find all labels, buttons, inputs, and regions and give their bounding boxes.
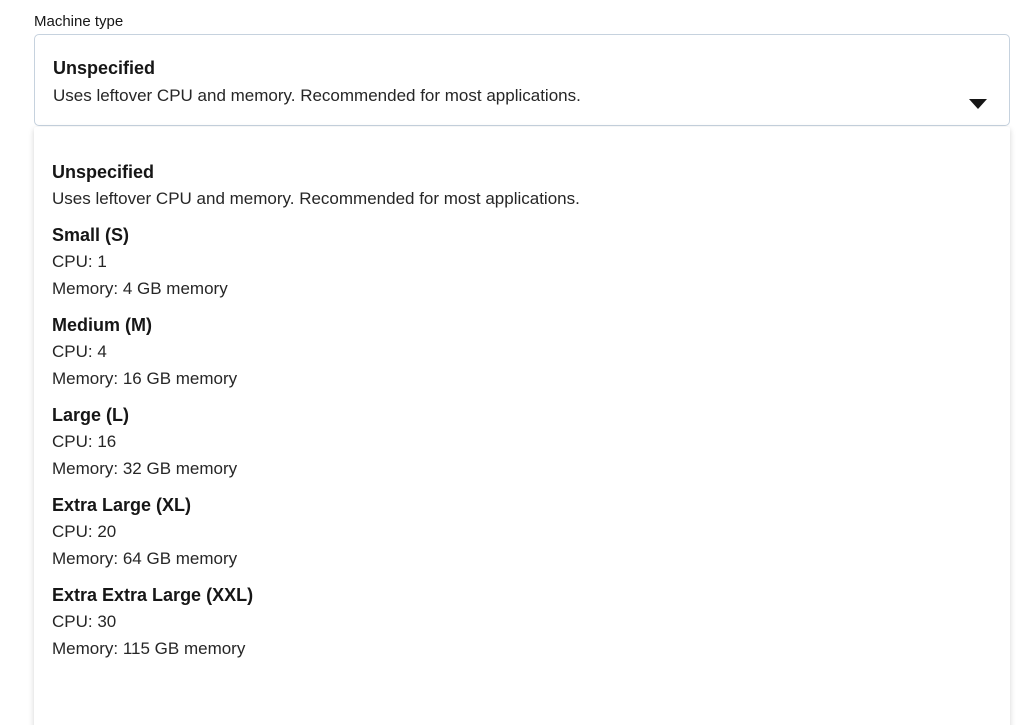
field-label: Machine type [34, 13, 124, 30]
option-cpu: CPU: 30 [52, 612, 117, 631]
option-medium[interactable]: Medium (M) CPU: 4 Memory: 16 GB memory [34, 314, 1010, 390]
option-cpu: CPU: 4 [52, 342, 107, 361]
option-unspecified[interactable]: Unspecified Uses leftover CPU and memory… [34, 161, 1010, 210]
option-extra-large[interactable]: Extra Large (XL) CPU: 20 Memory: 64 GB m… [34, 494, 1010, 570]
option-cpu: CPU: 20 [52, 522, 117, 541]
option-title: Small (S) [52, 225, 130, 245]
option-extra-extra-large[interactable]: Extra Extra Large (XXL) CPU: 30 Memory: … [34, 584, 1010, 660]
option-title: Extra Extra Large (XXL) [52, 585, 254, 605]
selected-option-title: Unspecified [53, 58, 156, 78]
option-description: Uses leftover CPU and memory. Recommende… [52, 189, 580, 208]
option-title: Medium (M) [52, 315, 152, 335]
option-large[interactable]: Large (L) CPU: 16 Memory: 32 GB memory [34, 404, 1010, 480]
option-memory: Memory: 16 GB memory [52, 369, 238, 388]
chevron-down-icon[interactable] [969, 99, 987, 109]
option-small[interactable]: Small (S) CPU: 1 Memory: 4 GB memory [34, 224, 1010, 300]
option-cpu: CPU: 16 [52, 432, 117, 451]
option-memory: Memory: 64 GB memory [52, 549, 238, 568]
option-title: Large (L) [52, 405, 130, 425]
option-title: Unspecified [52, 162, 155, 182]
selected-option-description: Uses leftover CPU and memory. Recommende… [53, 86, 581, 105]
option-title: Extra Large (XL) [52, 495, 192, 515]
option-memory: Memory: 32 GB memory [52, 459, 238, 478]
option-cpu: CPU: 1 [52, 252, 107, 271]
option-memory: Memory: 4 GB memory [52, 279, 228, 298]
machine-type-select[interactable]: Unspecified Uses leftover CPU and memory… [34, 34, 1010, 126]
machine-type-dropdown-menu: Unspecified Uses leftover CPU and memory… [34, 127, 1010, 725]
option-memory: Memory: 115 GB memory [52, 639, 246, 658]
